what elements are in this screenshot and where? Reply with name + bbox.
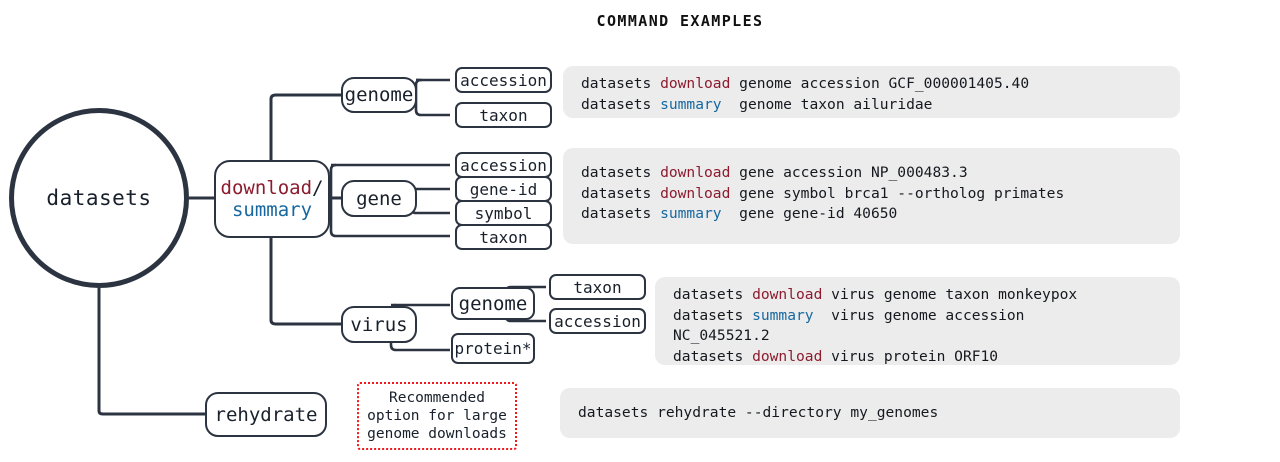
command-prefix: datasets [673,286,753,303]
command-keyword-summary: summary [660,205,722,223]
command-suffix: genome taxon ailuridae [721,95,933,113]
node-download-summary-line1: download/ [221,177,324,199]
node-download-summary[interactable]: download/ summary [214,160,330,238]
wire-command-to-virus [269,237,341,326]
leaf-genome-taxon-label: taxon [479,105,528,125]
node-download-summary-line2: summary [232,199,312,221]
node-virus-genome-label: genome [458,292,528,315]
leaf-genome-accession[interactable]: accession [455,67,552,93]
leaf-gene-symbol-label: symbol [474,203,533,223]
command-prefix: datasets [673,348,753,366]
note-line-2: option for large [367,407,507,424]
root-node-datasets[interactable]: datasets [9,108,189,288]
leaf-virus-accession[interactable]: accession [549,308,646,334]
leaf-gene-accession-label: accession [460,155,547,175]
command-keyword-download: download [752,348,823,366]
node-virus-label: virus [350,313,408,336]
command-line: datasets download genome accession GCF_0… [581,74,1162,95]
command-keyword-summary: summary [660,95,722,113]
command-prefix: datasets [581,184,661,202]
command-line: datasets summary virus genome accession [673,306,1162,327]
command-prefix: datasets rehydrate --directory my_genome… [578,404,939,421]
command-suffix: gene gene-id 40650 [721,205,898,223]
leaf-genome-accession-label: accession [460,70,547,90]
leaf-gene-geneid-label: gene-id [469,179,538,199]
node-virus-protein[interactable]: protein* [451,333,535,364]
command-line: datasets summary genome taxon ailuridae [581,95,1162,116]
command-keyword-summary: summary [752,306,814,324]
command-suffix: genome accession GCF_000001405.40 [730,75,1030,92]
command-suffix: virus genome accession [813,306,1025,324]
leaf-gene-accession[interactable]: accession [455,152,552,178]
command-line: datasets rehydrate --directory my_genome… [578,403,1162,424]
command-prefix: datasets [581,205,661,223]
command-panel-gene: datasets download gene accession NP_0004… [563,148,1180,244]
command-keyword-download: download [752,286,823,303]
command-keyword-download: download [660,164,731,181]
keyword-separator: / [312,176,324,199]
command-keyword-download: download [660,184,731,202]
command-suffix: virus genome taxon monkeypox [822,286,1078,303]
summary-keyword: summary [231,199,313,221]
node-genome-label: genome [344,84,414,106]
command-prefix: datasets [581,75,661,92]
command-panel-rehydrate: datasets rehydrate --directory my_genome… [560,388,1180,438]
command-suffix: gene symbol brca1 --ortholog primates [730,184,1065,202]
node-gene[interactable]: gene [341,180,417,217]
command-suffix: virus protein ORF10 [822,348,999,366]
leaf-gene-geneid[interactable]: gene-id [455,176,552,202]
node-virus-genome[interactable]: genome [451,287,535,320]
node-virus-protein-label: protein* [454,339,532,358]
command-prefix: datasets [673,306,753,324]
node-genome[interactable]: genome [341,77,417,113]
recommendation-note: Recommended option for large genome down… [357,382,517,450]
wire-root-to-rehydrate [97,288,214,416]
leaf-virus-accession-label: accession [554,311,641,331]
command-panel-virus: datasets download virus genome taxon mon… [655,277,1180,365]
command-line: datasets download gene symbol brca1 --or… [581,184,1162,205]
leaf-gene-taxon-label: taxon [479,227,528,247]
wire-genome-branch [414,78,450,117]
download-keyword: download [220,176,313,199]
command-prefix: NC_045521.2 [673,327,770,345]
note-line-3: genome downloads [367,426,507,443]
leaf-gene-symbol[interactable]: symbol [455,200,552,226]
leaf-virus-taxon-label: taxon [573,277,622,297]
node-rehydrate-label: rehydrate [214,403,318,426]
command-line: datasets download virus protein ORF10 [673,347,1162,368]
leaf-virus-taxon[interactable]: taxon [549,274,646,300]
wire-command-to-genome [269,93,341,160]
command-suffix: gene accession NP_000483.3 [730,164,968,181]
command-panel-genome: datasets download genome accession GCF_0… [563,66,1180,118]
command-line: datasets summary gene gene-id 40650 [581,204,1162,225]
leaf-gene-taxon[interactable]: taxon [455,224,552,250]
command-prefix: datasets [581,95,661,113]
note-line-1: Recommended [388,389,486,406]
command-line: NC_045521.2 [673,326,1162,347]
node-virus[interactable]: virus [341,306,417,343]
root-node-label: datasets [46,186,152,210]
command-keyword-download: download [660,75,731,92]
command-line: datasets download gene accession NP_0004… [581,163,1162,184]
command-prefix: datasets [581,164,661,181]
node-rehydrate[interactable]: rehydrate [205,392,327,437]
leaf-genome-taxon[interactable]: taxon [455,102,552,128]
command-line: datasets download virus genome taxon mon… [673,285,1162,306]
node-gene-label: gene [356,187,402,210]
page-title: COMMAND EXAMPLES [596,12,764,30]
